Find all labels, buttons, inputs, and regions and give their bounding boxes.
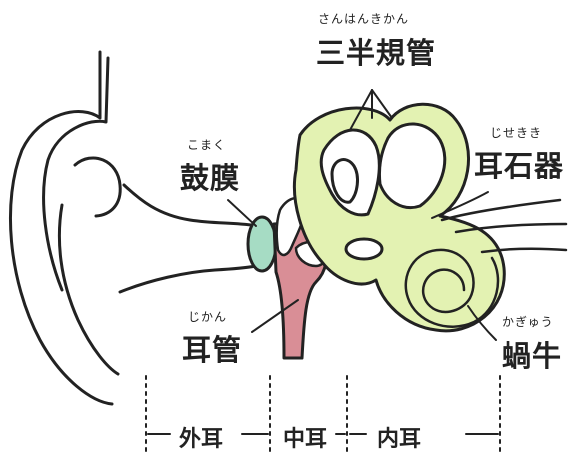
otolith-label: 耳石器 xyxy=(474,143,564,185)
eustachian-tube-ruby: じかん xyxy=(188,308,227,325)
eustachian-tube-label: 耳管 xyxy=(182,327,242,369)
otolith-ruby: じせきき xyxy=(490,124,542,141)
cochlea-label: 蝸牛 xyxy=(502,333,562,375)
semicircular-canals-label: 三半規管 xyxy=(316,30,436,72)
eardrum-label: 鼓膜 xyxy=(180,155,240,197)
eardrum-shape xyxy=(248,217,276,271)
outer-ear-label: 外耳 xyxy=(176,421,226,453)
cochlea-ruby: かぎゅう xyxy=(502,313,554,330)
inner-ear-label: 内耳 xyxy=(374,421,424,453)
middle-ear-label: 中耳 xyxy=(280,421,330,453)
semicircular-canals-ruby: さんはんきかん xyxy=(318,10,409,27)
ear-canal-outer xyxy=(120,185,258,292)
eardrum-ruby: こまく xyxy=(187,136,226,153)
pinna xyxy=(10,52,120,404)
